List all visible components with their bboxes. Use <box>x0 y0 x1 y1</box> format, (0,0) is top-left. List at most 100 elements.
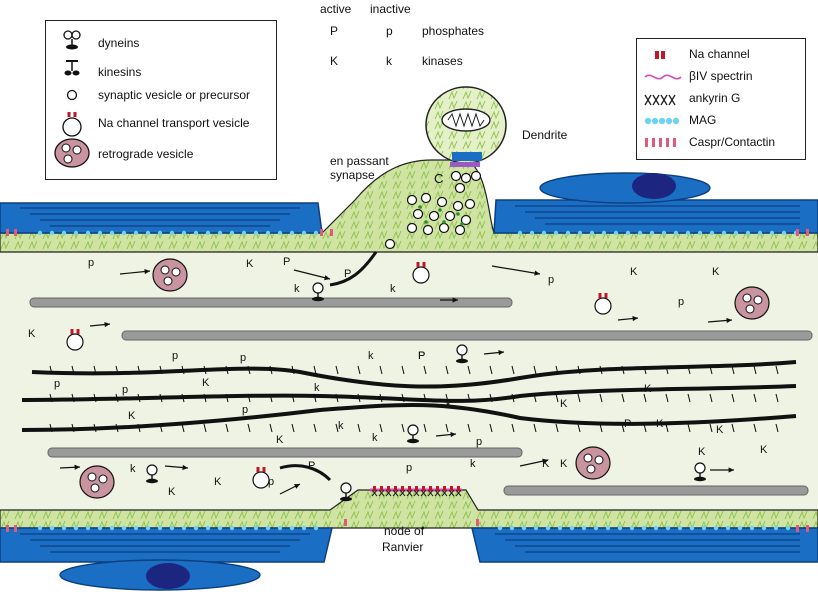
mag-mark <box>541 230 547 236</box>
mag-mark <box>785 525 791 531</box>
neurofilament-sidearm <box>379 365 383 375</box>
na-channel-mark <box>429 486 432 491</box>
mag-mark <box>217 525 223 531</box>
synapse-label-line2: synapse <box>330 168 375 182</box>
mag-mark <box>757 230 763 236</box>
mag-mark <box>637 230 643 236</box>
vesicle-protein <box>460 222 464 226</box>
legend-right: Na channel βIV spectrin ankyrin G MAG Ca… <box>636 38 806 160</box>
ankyrin-g-icon <box>644 94 676 106</box>
axon-letter: K <box>542 458 550 470</box>
neurofilament-sidearm <box>269 365 273 375</box>
vesicle-protein <box>442 220 446 224</box>
motor-head <box>340 496 352 502</box>
vesicle-protein <box>438 208 442 212</box>
header-phosphate-inactive: p <box>386 24 393 38</box>
mag-mark <box>97 230 103 236</box>
node-delivery-arrow <box>279 464 332 482</box>
myelin-bottom-right <box>471 527 818 563</box>
neurofilament-sidearm <box>489 423 493 433</box>
na-channel-icon <box>655 51 665 59</box>
neurofilament-sidearm <box>533 365 537 375</box>
retrograde-vesicle-cargo <box>98 474 108 484</box>
axon-letter: K <box>656 418 664 430</box>
neurofilament-sidearm <box>731 423 735 433</box>
neurofilament-sidearm <box>225 393 229 403</box>
neurofilament-sidearm <box>511 423 515 433</box>
mag-mark <box>253 525 259 531</box>
myelin-bottom-left <box>0 527 333 591</box>
caspr-mark <box>320 229 323 236</box>
synaptic-vesicle <box>412 208 424 220</box>
motor-head <box>312 296 324 302</box>
axon-letter: p <box>678 296 685 308</box>
mag-mark <box>49 525 55 531</box>
mag-mark <box>685 230 691 236</box>
synaptic-vesicle <box>470 170 482 182</box>
neurofilament-sidearm <box>775 423 779 433</box>
header-phosphate-active: P <box>330 24 339 38</box>
neurofilament-sidearm <box>511 365 515 375</box>
mag-mark <box>313 525 319 531</box>
ankyrin-g-mark <box>434 489 441 497</box>
arrow-head <box>728 467 734 473</box>
mag-mark <box>169 525 175 531</box>
presynaptic-active-zone <box>450 162 480 167</box>
retrograde-vesicle-cargo <box>87 472 97 482</box>
neurofilament-sidearm <box>137 423 141 433</box>
mag-mark <box>121 525 127 531</box>
synaptic-vesicle <box>444 210 456 222</box>
caspr-mark <box>330 229 333 236</box>
neurofilament-sidearm <box>687 393 691 403</box>
mag-mark <box>109 230 115 236</box>
neurofilament-sidearm <box>753 423 757 433</box>
mag-mark <box>49 230 55 236</box>
mag-mark <box>277 230 283 236</box>
ankyrin-g-mark <box>392 489 399 497</box>
mag-icon <box>644 117 680 125</box>
dynein-icon <box>63 30 81 50</box>
mag-mark <box>673 230 679 236</box>
neurofilament-sidearm <box>709 393 713 403</box>
neurofilament-sidearm <box>137 365 141 375</box>
mag-mark <box>169 230 175 236</box>
mag-mark <box>533 525 539 531</box>
axon-letter: K <box>202 377 210 389</box>
neurofilament-sidearm <box>401 365 405 375</box>
caspr-mark <box>6 525 9 532</box>
axon-letter: P <box>624 418 632 430</box>
neurofilament-sidearm <box>159 393 163 403</box>
retrograde-vesicle <box>734 286 770 320</box>
beta-iv-spectrin-icon <box>644 74 682 80</box>
cargo-vesicle <box>407 424 419 436</box>
neurofilament-sidearm <box>753 393 757 403</box>
axon-letter: P <box>418 350 426 362</box>
arrow-head <box>632 315 638 322</box>
axon-letter: k <box>470 458 476 470</box>
synapse-c-label: C <box>434 171 444 186</box>
neurofilament-sidearm <box>357 393 361 403</box>
ankyrin-g-mark <box>427 489 434 497</box>
synaptic-vesicle <box>460 214 472 226</box>
caspr-mark <box>344 519 347 526</box>
neurofilament-sidearm <box>291 393 295 403</box>
axon-letter: K <box>214 476 222 488</box>
mag-mark <box>145 525 151 531</box>
neurofilament-sidearm <box>181 393 185 403</box>
legend-left-label-4: retrograde vesicle <box>98 147 194 161</box>
neurofilament-sidearm <box>181 365 185 375</box>
neurofilament-sidearm <box>577 423 581 433</box>
mag-mark <box>749 525 755 531</box>
mag-mark <box>121 230 127 236</box>
mag-mark <box>709 230 715 236</box>
synaptic-vesicle <box>384 238 396 250</box>
na-channel-mark <box>436 486 439 491</box>
vesicle-protein <box>418 205 422 209</box>
synaptic-vesicle <box>436 196 448 208</box>
na-channel-mark <box>408 486 411 491</box>
ankyrin-g-mark <box>371 489 378 497</box>
retrograde-vesicle-cargo <box>160 265 170 275</box>
transport-arrow <box>491 265 541 275</box>
neurofilament-sidearm <box>137 393 141 403</box>
